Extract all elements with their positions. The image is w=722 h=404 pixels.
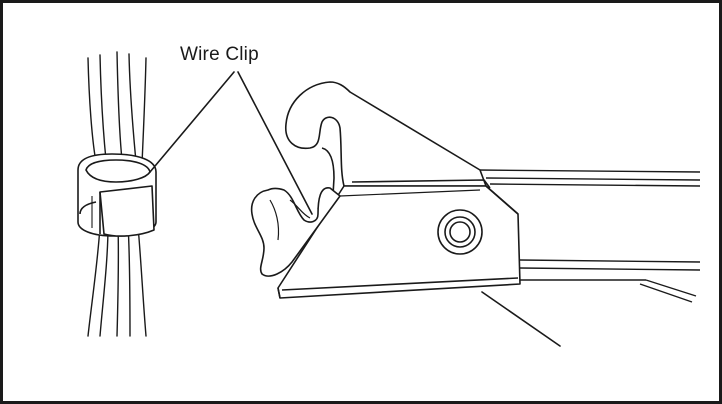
leader-to-clip <box>149 71 235 173</box>
rails <box>477 169 701 303</box>
leader-lower <box>481 291 561 347</box>
wire-clip <box>77 153 157 237</box>
callout-wire-clip: Wire Clip <box>180 44 259 65</box>
wire-bundle <box>87 51 147 337</box>
leader-lines <box>149 71 561 347</box>
bracket-assembly <box>250 81 521 299</box>
leader-to-catch <box>237 71 313 215</box>
